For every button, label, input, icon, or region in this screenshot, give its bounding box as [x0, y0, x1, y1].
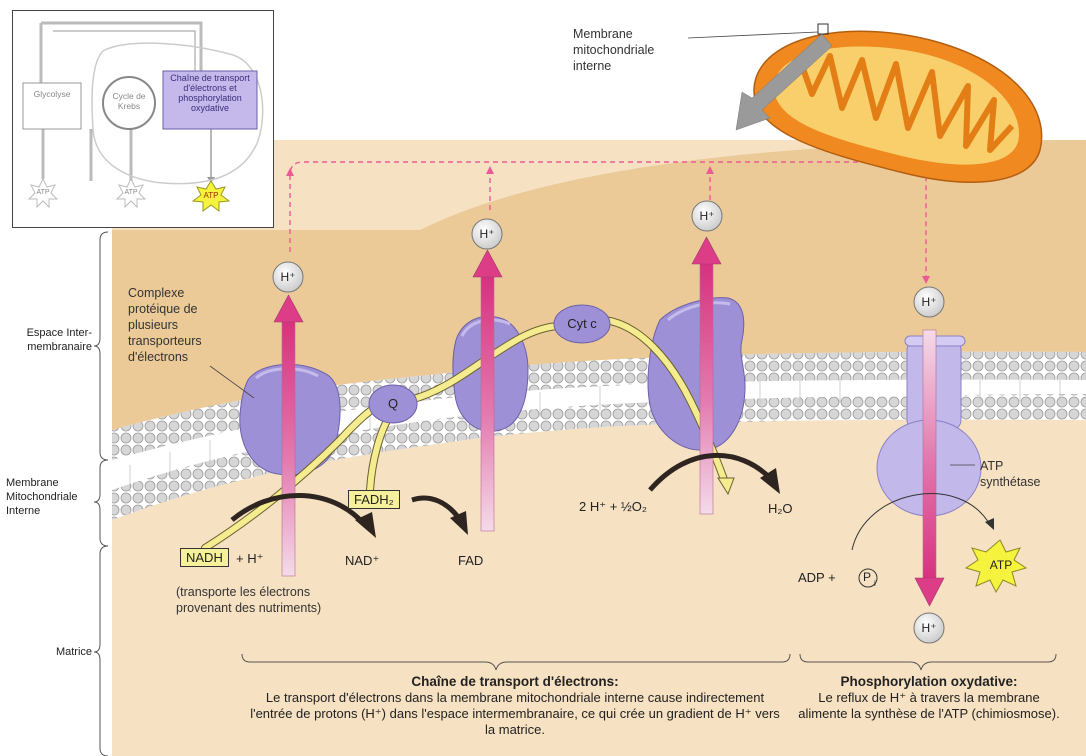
- h-plus-label-1: H⁺: [276, 270, 300, 284]
- pi-subscript: i: [874, 579, 876, 588]
- nadh-plus-label: + H⁺: [236, 551, 263, 567]
- overview-inset: Glycolyse Cycle de Krebs Chaîne de trans…: [12, 10, 274, 228]
- chain-caption: Chaîne de transport d'électrons: Le tran…: [250, 674, 780, 738]
- water-product: H₂O: [768, 501, 793, 516]
- nadh-note: (transporte les électrons provenant des …: [176, 584, 326, 616]
- h-plus-label-2: H⁺: [475, 227, 499, 241]
- top-label-leader: [688, 32, 818, 38]
- complex-4-protein: [648, 298, 745, 450]
- water-reactants: 2 H⁺ + ½O₂: [579, 499, 647, 515]
- inset-glycolyse-label: Glycolyse: [27, 89, 77, 99]
- top-membrane-label: Membrane mitochondriale interne: [573, 26, 685, 74]
- inset-atp-3: ATP: [200, 191, 222, 201]
- fad-label: FAD: [458, 553, 483, 568]
- inset-chain-label: Chaîne de transport d'électrons et phosp…: [164, 73, 256, 113]
- complex-label: Complexe protéique de plusieurs transpor…: [128, 285, 228, 365]
- pi-label: P: [863, 570, 871, 584]
- h-plus-label-3: H⁺: [695, 209, 719, 223]
- side-bracket-matrix: [94, 546, 108, 756]
- side-label-intermembrane: Espace Inter-membranaire: [0, 326, 92, 354]
- side-label-membrane: Membrane Mitochondriale Interne: [6, 476, 76, 518]
- side-bracket-membrane: [94, 460, 108, 546]
- fadh2-box: FADH₂: [348, 490, 400, 509]
- chain-caption-title: Chaîne de transport d'électrons:: [250, 674, 780, 690]
- inset-atp-2: ATP: [121, 188, 141, 198]
- phos-caption-title: Phosphorylation oxydative:: [798, 674, 1060, 690]
- phos-caption-text: Le reflux de H⁺ à travers la membrane al…: [798, 690, 1060, 722]
- phos-caption: Phosphorylation oxydative: Le reflux de …: [798, 674, 1060, 722]
- h-plus-label-5: H⁺: [917, 621, 941, 635]
- side-label-matrix: Matrice: [0, 645, 92, 659]
- h-plus-label-4: H⁺: [917, 295, 941, 309]
- side-bracket-intermembrane: [94, 232, 108, 460]
- atp-label: ATP: [984, 558, 1018, 572]
- inset-atp-1: ATP: [33, 188, 53, 198]
- chain-caption-text: Le transport d'électrons dans la membran…: [250, 690, 780, 738]
- cytc-label: Cyt c: [562, 316, 602, 331]
- inset-krebs-label: Cycle de Krebs: [109, 91, 149, 111]
- adp-label: ADP +: [798, 570, 836, 585]
- q-label: Q: [385, 396, 401, 411]
- nadh-box: NADH: [180, 548, 229, 567]
- nad-label: NAD⁺: [345, 553, 379, 569]
- atp-synthase-label: ATP synthétase: [980, 458, 1050, 490]
